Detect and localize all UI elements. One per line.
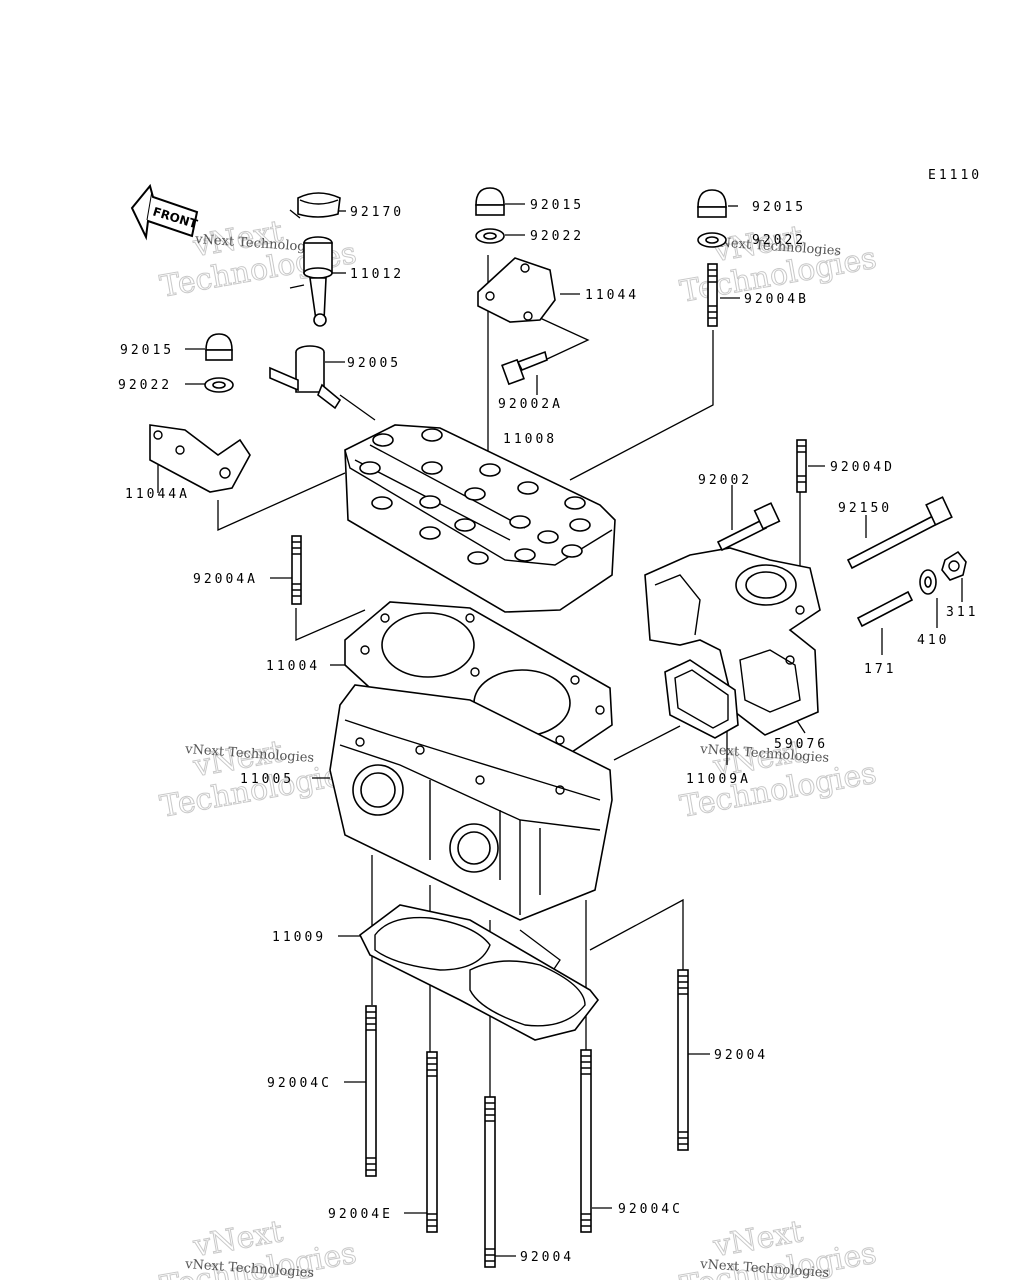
part-label[interactable]: 11009: [272, 930, 326, 945]
part-label[interactable]: 92170: [350, 205, 404, 220]
stud-92004D: [796, 439, 807, 493]
part-label[interactable]: 92004: [520, 1250, 574, 1265]
part-label[interactable]: 92004C: [267, 1076, 332, 1091]
nut-311: [941, 550, 967, 581]
stud-92004-bottom: [484, 1096, 496, 1268]
part-label[interactable]: 11009A: [686, 772, 751, 787]
part-label[interactable]: 11012: [350, 267, 404, 282]
part-label[interactable]: 11044: [585, 288, 639, 303]
washer-92022-left: [204, 377, 234, 393]
part-label[interactable]: 92004B: [744, 292, 809, 307]
part-label[interactable]: 92004C: [618, 1202, 683, 1217]
part-label[interactable]: 171: [864, 662, 896, 677]
bracket-11044A: [149, 424, 251, 493]
part-label[interactable]: 92005: [347, 356, 401, 371]
bracket-11044: [477, 257, 556, 323]
stud-92004E: [426, 1051, 438, 1233]
exhaust-manifold-59076: [644, 547, 821, 736]
thermostat-11012: [289, 236, 333, 327]
part-label[interactable]: 92022: [118, 378, 172, 393]
part-label[interactable]: 410: [917, 633, 949, 648]
clamp-92170: [289, 192, 341, 219]
front-arrow-icon: FRONT: [130, 183, 200, 241]
stud-92004C-left: [365, 1005, 377, 1177]
cap-nut-92015-mid: [475, 187, 505, 216]
part-label[interactable]: 92015: [120, 343, 174, 358]
part-label[interactable]: 92022: [530, 229, 584, 244]
part-label[interactable]: 11008: [503, 432, 557, 447]
part-label[interactable]: 311: [946, 605, 978, 620]
part-label[interactable]: 11005: [240, 772, 294, 787]
diagram-code: E1110: [928, 168, 982, 183]
washer-410: [919, 569, 937, 595]
bolt-92002: [716, 502, 781, 552]
cap-nut-92015-right: [697, 189, 727, 218]
part-label[interactable]: 59076: [774, 737, 828, 752]
washer-92022-mid: [475, 228, 505, 244]
bolt-92150: [846, 496, 953, 570]
part-label[interactable]: 92004E: [328, 1207, 393, 1222]
bolt-92002A: [501, 350, 548, 386]
part-label[interactable]: 11044A: [125, 487, 190, 502]
cylinder-block-11005: [329, 684, 613, 921]
part-label[interactable]: 92004D: [830, 460, 895, 475]
stud-92004: [677, 969, 689, 1151]
part-label[interactable]: 92022: [752, 233, 806, 248]
head-bolt-holes: [359, 428, 591, 565]
part-label[interactable]: 92004A: [193, 572, 258, 587]
cap-nut-92015-left: [205, 333, 233, 361]
stud-171: [856, 590, 914, 628]
gasket-11009A: [664, 659, 739, 739]
part-label[interactable]: 92002: [698, 473, 752, 488]
part-label[interactable]: 92015: [530, 198, 584, 213]
stud-92004C-right: [580, 1049, 592, 1233]
part-labels: 92170 11012 92015 92022 92005 11044A 920…: [118, 198, 978, 1265]
stud-92004A: [291, 535, 302, 605]
cylinder-head-11008: [344, 424, 616, 613]
part-label[interactable]: 92150: [838, 501, 892, 516]
washer-92022-right: [697, 232, 727, 248]
part-label[interactable]: 92002A: [498, 397, 563, 412]
part-label[interactable]: 11004: [266, 659, 320, 674]
base-gasket-11009: [358, 904, 600, 1041]
stud-92004B: [707, 263, 718, 327]
part-label[interactable]: 92004: [714, 1048, 768, 1063]
fitting-92005: [269, 345, 342, 410]
part-label[interactable]: 92015: [752, 200, 806, 215]
